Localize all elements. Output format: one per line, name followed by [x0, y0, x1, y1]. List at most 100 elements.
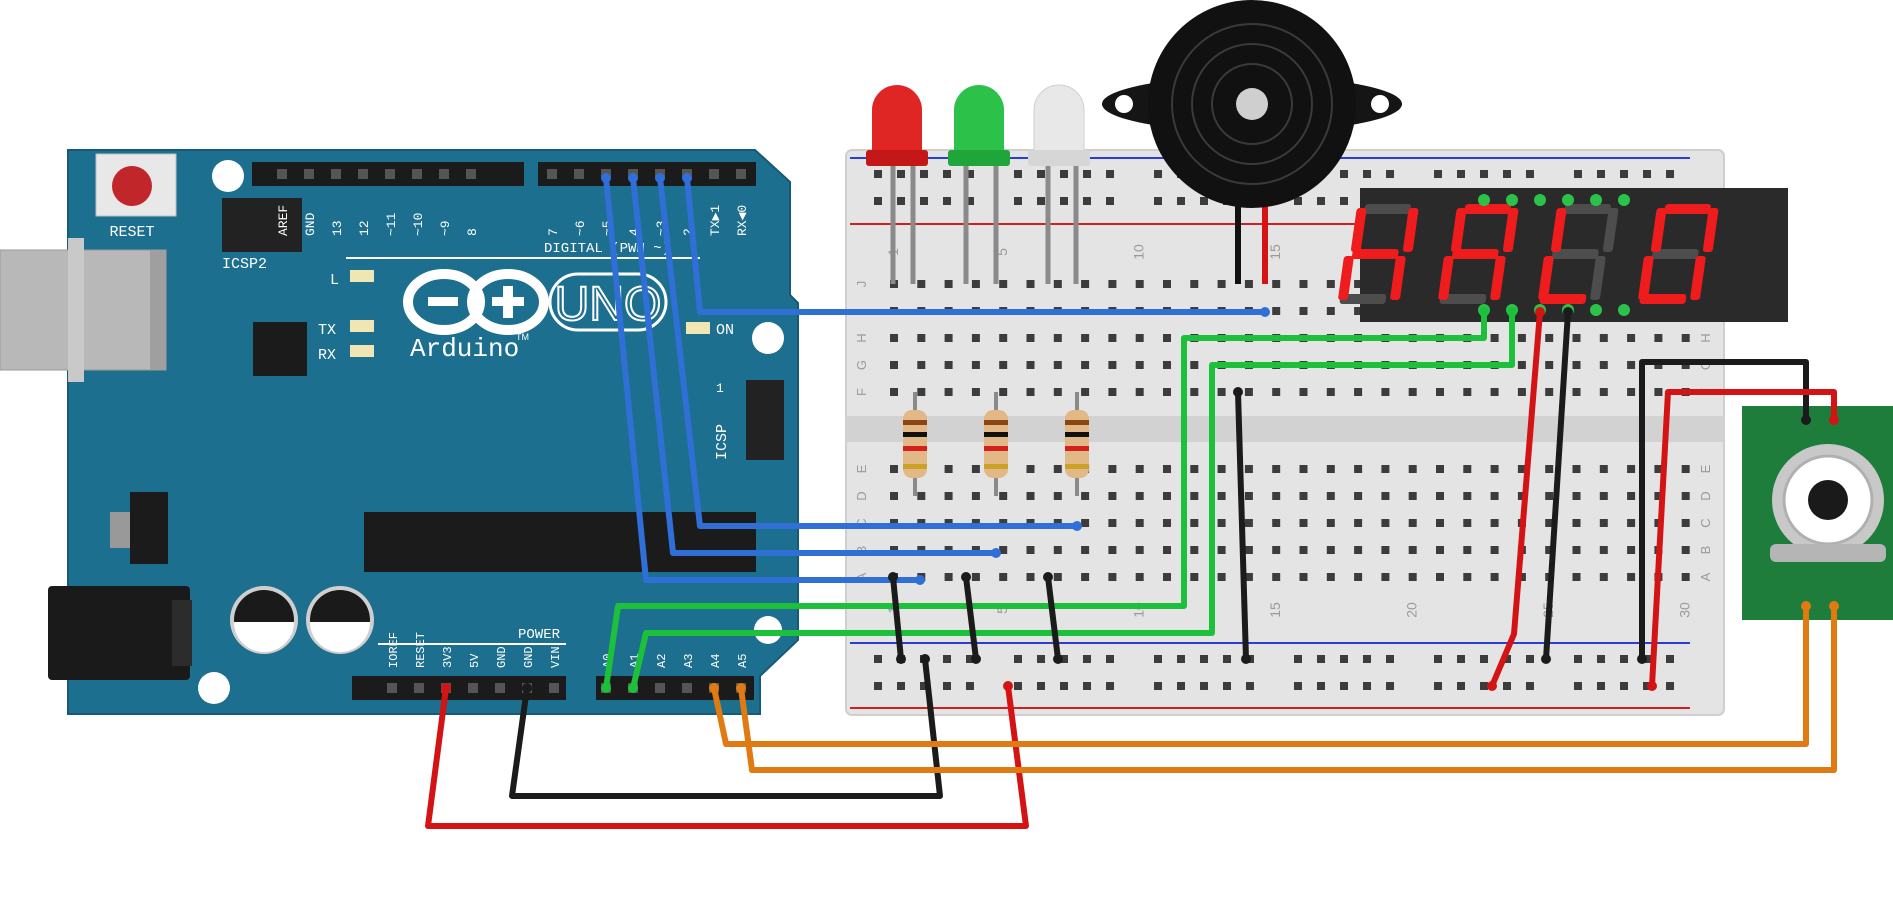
- blue-wire: [603, 175, 923, 583]
- breadboard-hole: [897, 197, 905, 205]
- wire-end: [655, 173, 665, 183]
- power-pin-label: IOREF: [387, 632, 401, 668]
- breadboard-hole: [1083, 655, 1091, 663]
- breadboard-hole: [890, 388, 898, 396]
- breadboard-hole: [1463, 519, 1472, 527]
- breadboard-hole: [1026, 546, 1035, 554]
- breadboard-hole: [1083, 170, 1091, 178]
- wire-end: [1563, 307, 1573, 317]
- wire-end: [522, 683, 532, 693]
- breadboard-hole: [1317, 197, 1325, 205]
- breadboard-hole: [1108, 519, 1117, 527]
- breadboard-hole: [1081, 546, 1090, 554]
- wire-end: [1479, 307, 1489, 317]
- breadboard-hole: [1386, 655, 1394, 663]
- breadboard-hole: [1177, 197, 1185, 205]
- breadboard-hole: [1106, 197, 1114, 205]
- breadboard-hole: [1217, 280, 1226, 288]
- red-wire: [1649, 389, 1837, 689]
- onboard-led-tx: [350, 320, 374, 332]
- white-led: [1028, 84, 1090, 284]
- breadboard-hole: [1572, 361, 1581, 369]
- breadboard-hole: [1053, 361, 1062, 369]
- wire-end: [896, 654, 906, 664]
- breadboard-hole: [999, 334, 1008, 342]
- breadboard-hole: [1272, 519, 1281, 527]
- breadboard-hole: [971, 465, 980, 473]
- header-pin: [549, 683, 559, 693]
- breadboard-hole: [1053, 465, 1062, 473]
- digital-pin-label: ~10: [411, 213, 426, 236]
- breadboard-hole: [1457, 682, 1465, 690]
- breadboard-hole: [1026, 334, 1035, 342]
- column-number: 20: [1404, 602, 1420, 618]
- wire-end: [961, 572, 971, 582]
- display-segment: [1438, 256, 1454, 300]
- breadboard-hole: [1572, 573, 1581, 581]
- breadboard-hole: [1545, 519, 1554, 527]
- breadboard-hole: [1272, 280, 1281, 288]
- led-tx-label: TX: [318, 322, 336, 339]
- breadboard-hole: [1517, 465, 1526, 473]
- header-pin: [709, 169, 719, 179]
- display-segment: [1364, 204, 1411, 214]
- breadboard-hole: [1060, 655, 1068, 663]
- header-pin: [412, 169, 422, 179]
- breadboard-hole: [1294, 682, 1302, 690]
- breadboard-hole: [1599, 573, 1608, 581]
- power-pin-label: 3V3: [441, 646, 455, 668]
- analog-header: [596, 676, 754, 700]
- wire-end: [1003, 681, 1013, 691]
- breadboard-hole: [966, 655, 974, 663]
- breadboard-hole: [1463, 546, 1472, 554]
- breadboard-hole: [1599, 361, 1608, 369]
- breadboard-hole: [1354, 519, 1363, 527]
- breadboard-hole: [874, 682, 882, 690]
- capacitor: [230, 586, 298, 654]
- row-letter: B: [1698, 546, 1713, 555]
- wire-end: [709, 683, 719, 693]
- digital-pwm-label: DIGITAL (PWM ~): [544, 241, 670, 257]
- header-pin: [574, 169, 584, 179]
- display-pin: [1562, 194, 1574, 206]
- breadboard-hole: [1108, 492, 1117, 500]
- reset-button[interactable]: [95, 153, 177, 217]
- breadboard-hole: [917, 361, 926, 369]
- breadboard-hole: [1294, 197, 1302, 205]
- breadboard-hole: [1135, 388, 1144, 396]
- breadboard-hole: [1190, 519, 1199, 527]
- breadboard-hole: [1154, 170, 1162, 178]
- wire-end: [1801, 415, 1811, 425]
- piezo-buzzer: [1102, 0, 1402, 284]
- power-header: [352, 676, 566, 700]
- display-segment: [1550, 208, 1567, 252]
- breadboard-hole: [1340, 170, 1348, 178]
- breadboard-hole: [1386, 682, 1394, 690]
- wire-end: [1072, 521, 1082, 531]
- breadboard-hole: [1627, 361, 1636, 369]
- breadboard-hole: [1244, 519, 1253, 527]
- breadboard-hole: [897, 682, 905, 690]
- breadboard-hole: [1503, 655, 1511, 663]
- breadboard-hole: [1060, 197, 1068, 205]
- icsp-header: [746, 380, 784, 460]
- header-pin: [387, 683, 397, 693]
- breadboard-hole: [1490, 519, 1499, 527]
- digital-pin-label: TX▶1: [708, 205, 723, 236]
- wire-end: [601, 173, 611, 183]
- breadboard-hole: [1081, 334, 1090, 342]
- display-segment: [1551, 249, 1599, 259]
- ir-temperature-sensor: [1742, 406, 1893, 620]
- power-pin-label: 5V: [468, 653, 482, 668]
- breadboard-hole: [1620, 655, 1628, 663]
- display-segment: [1639, 294, 1687, 304]
- breadboard-hole: [1272, 546, 1281, 554]
- breadboard-hole: [1666, 170, 1674, 178]
- display-segment: [1339, 294, 1387, 304]
- breadboard-hole: [1408, 492, 1417, 500]
- header-pin: [682, 683, 692, 693]
- breadboard-hole: [1014, 197, 1022, 205]
- digital-header: [252, 162, 756, 186]
- breadboard-hole: [1354, 280, 1363, 288]
